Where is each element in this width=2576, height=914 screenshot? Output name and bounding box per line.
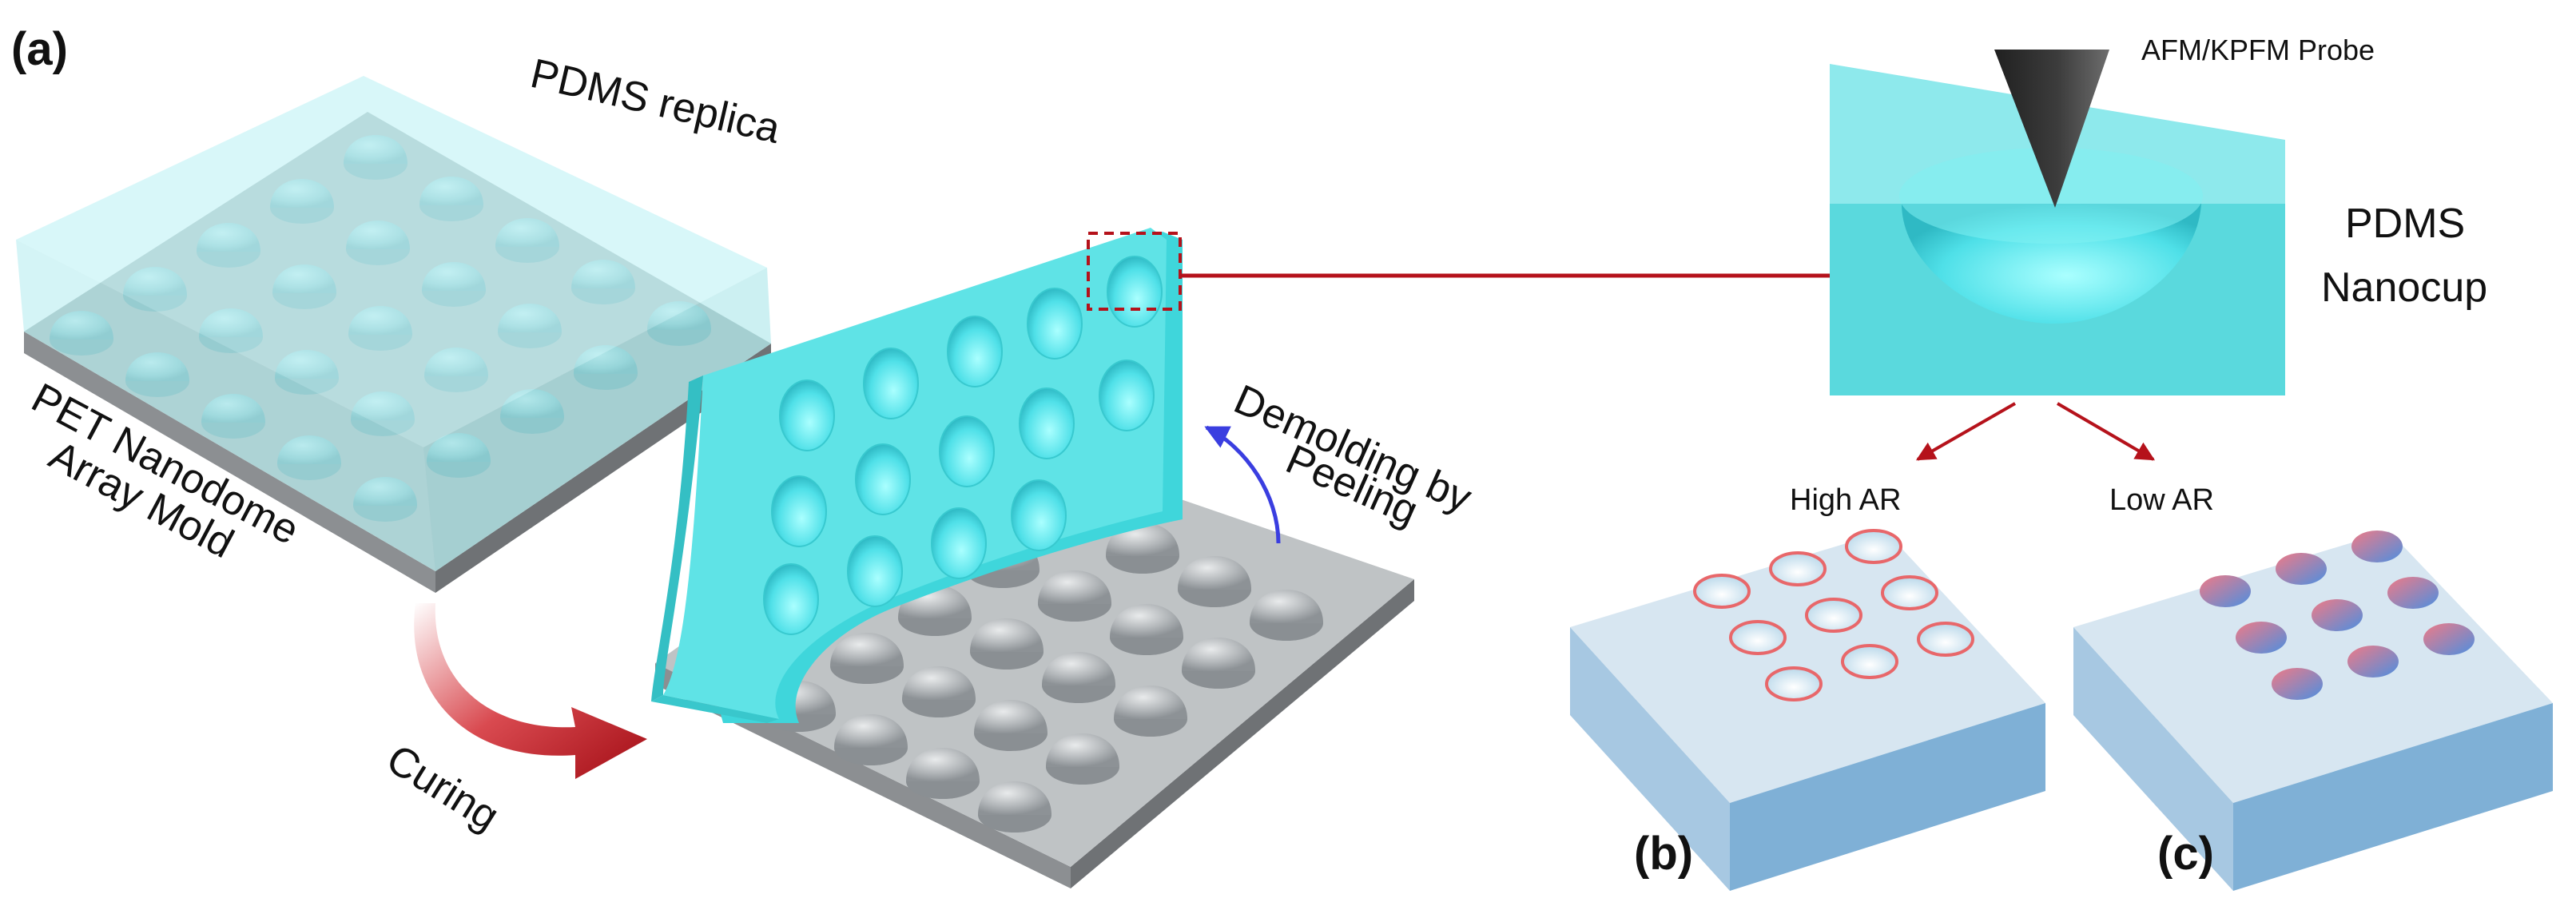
peeling-assembly [651,228,1414,888]
demold-arrow [1204,425,1281,544]
pdms-sheet-curl [651,376,703,701]
dome-cap [1114,686,1187,719]
high-ar-cup [1693,574,1751,609]
panel-label-c: (c) [2157,828,2214,880]
dome-cap [902,666,976,700]
dome-cap [277,435,341,464]
dome-cap [1042,652,1115,686]
nanocup [1019,387,1075,459]
dome-cap [201,394,265,423]
nanocup [763,563,819,635]
curing-arrow [414,603,647,779]
replica-top [16,76,767,447]
dome-cap [906,748,980,781]
dome-cap [1110,604,1183,638]
high-ar-cups [1693,529,1974,701]
arrow-to-high-ar [1915,402,2016,461]
nanocup [1027,288,1083,360]
replica-right [423,268,771,571]
low-ar-cup [2347,646,2399,678]
low-ar-label: Low AR [2109,483,2214,517]
dome-cap [50,311,113,340]
low-ar-cups [2200,531,2475,700]
low-ar-cup [2272,668,2323,700]
nanocup [771,475,827,547]
nanocup [939,415,995,487]
nanocup [863,348,919,419]
nanocup [931,507,987,579]
nanocup [1099,360,1155,431]
dome-cap [834,714,908,748]
low-ar-cup [2387,577,2439,609]
afm-probe-tip [1994,50,2109,208]
high-ar-right [1730,703,2045,891]
high-ar-substrate [1570,529,2045,891]
high-ar-cup [1841,644,1898,679]
dome-cap [427,433,491,462]
replica-front [16,240,435,571]
dome-cap [830,633,904,666]
arrow-to-low-ar [2056,402,2156,461]
nanocup-label-line1: PDMS [2345,201,2466,247]
dome-cap [1038,570,1111,604]
low-ar-cup [2423,623,2475,655]
nanocup-label-line2: Nanocup [2321,264,2488,311]
dome-cap [978,781,1051,815]
nanocup [1011,479,1067,551]
high-ar-cup [1805,598,1862,633]
dome-cap [1182,638,1255,671]
low-ar-cup [2200,575,2251,607]
low-ar-cup [2351,531,2403,562]
pdms-sheet-edge [651,695,779,723]
high-ar-cup [1765,666,1823,701]
nanocup-zoom [1830,50,2285,395]
high-ar-cup [1729,620,1787,655]
high-ar-cup [1845,529,1902,564]
mid-mold-base-right [1071,579,1414,888]
curing-arrow-body [414,603,647,779]
panel-label-b: (b) [1634,828,1694,880]
high-ar-cup [1769,551,1827,586]
nanocup [947,316,1003,387]
dome-cap [970,618,1044,652]
dome-cap [353,477,417,506]
low-ar-right [2233,703,2553,891]
panel-label-a: (a) [11,23,68,75]
sheet-nanocups [763,256,1163,635]
high-ar-cup [1917,622,1974,657]
mold-with-replica [16,76,771,593]
low-ar-cup [2236,622,2287,654]
nanocup [779,380,835,451]
dome-cap [125,352,189,381]
low-ar-front [2073,627,2233,891]
low-ar-cup [2312,599,2363,631]
dome-cap [1178,556,1251,590]
low-ar-cup [2276,553,2327,585]
high-ar-front [1570,627,1730,891]
nanocup [847,535,903,607]
nanocup [855,443,911,515]
low-ar-substrate [2073,531,2553,891]
zoom-selection-box [1087,232,1182,311]
high-ar-cup [1881,575,1938,610]
dome-cap [1046,733,1119,767]
mold-base-right [435,344,771,593]
mold-base-front [24,332,435,593]
high-ar-label: High AR [1790,483,1902,517]
dome-cap [974,700,1047,733]
probe-label: AFM/KPFM Probe [2141,34,2375,66]
nanocup [1107,256,1163,328]
dome-cap [1250,590,1323,623]
